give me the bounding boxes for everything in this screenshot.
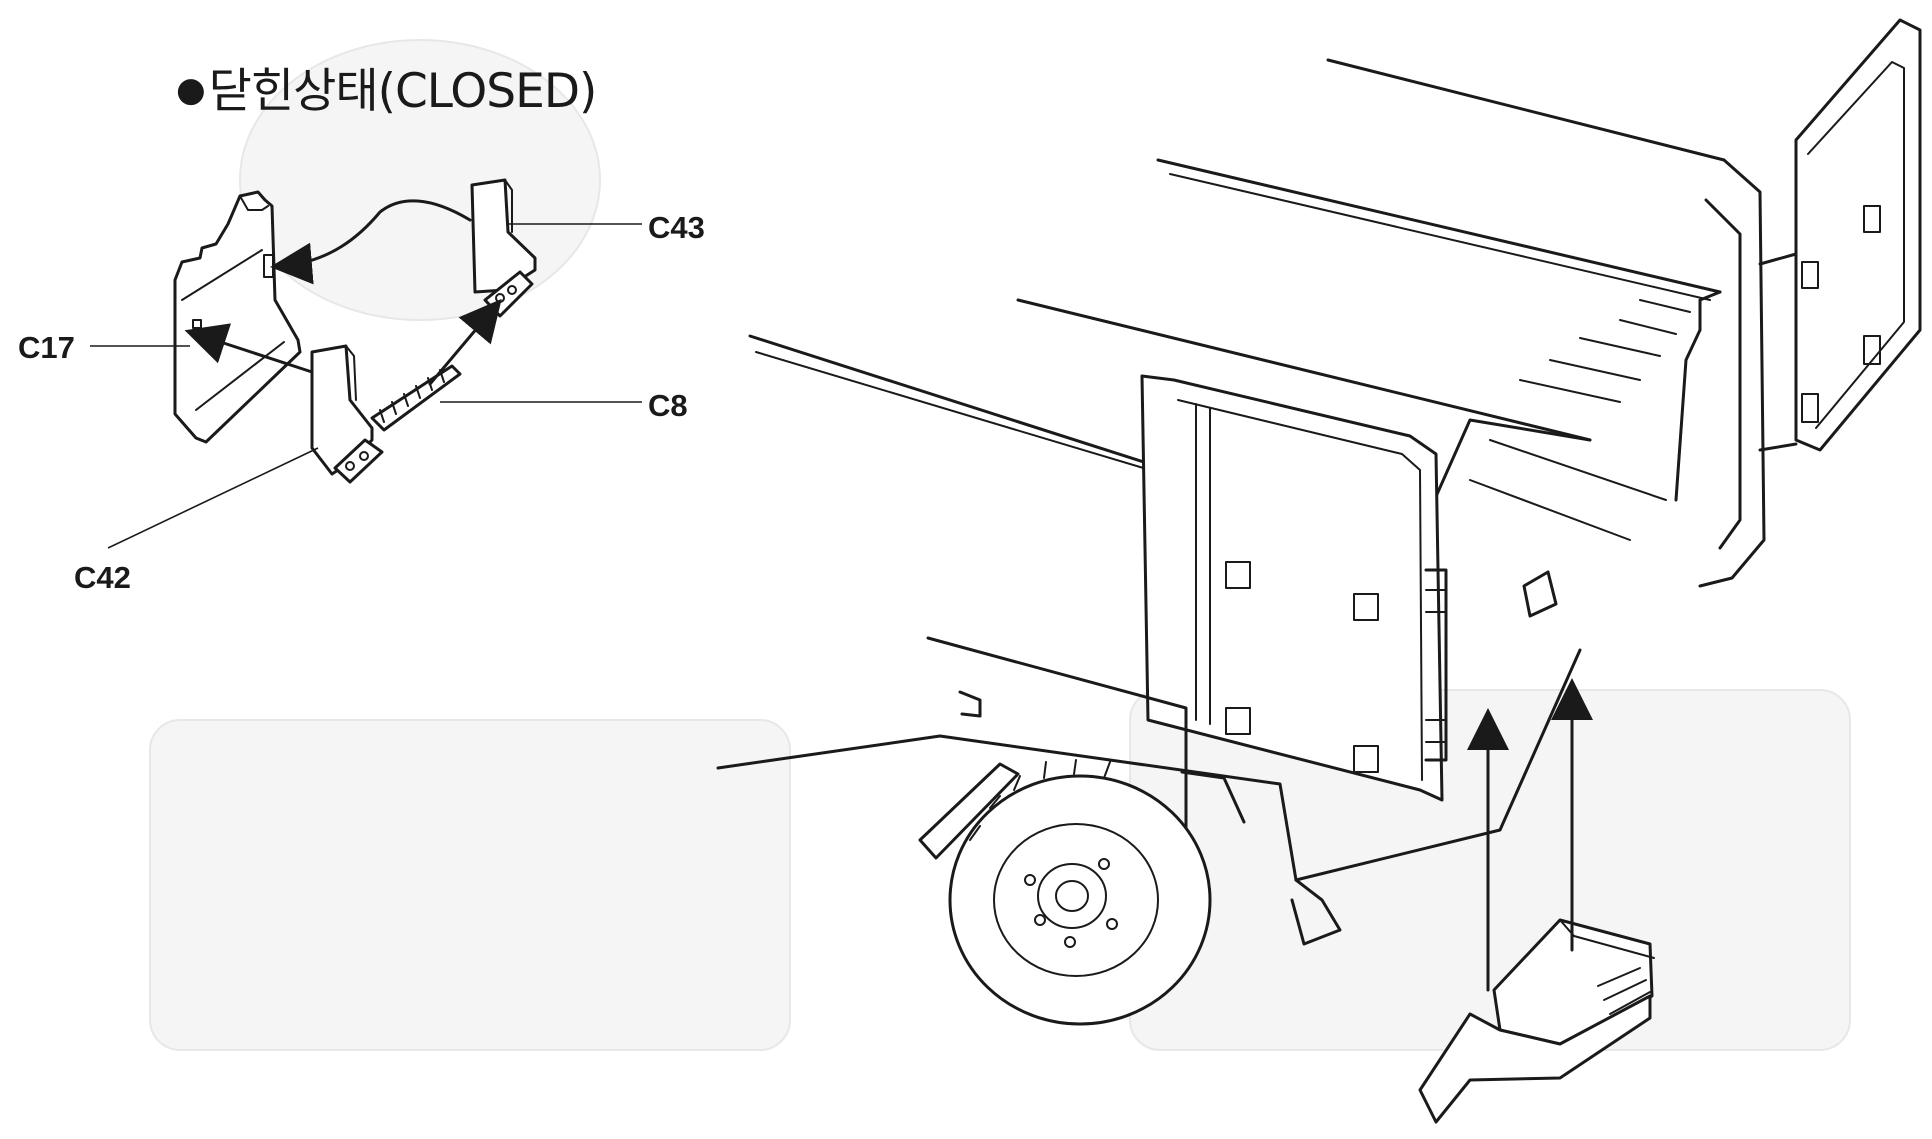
callout-c43: C43	[648, 210, 705, 245]
title-bullet: ●	[176, 70, 206, 110]
part-c43	[470, 178, 537, 294]
part-c42-tab	[333, 438, 384, 484]
truck-body-side	[716, 648, 1582, 882]
assembly-arrow-c42	[184, 323, 314, 374]
part-c8	[370, 364, 462, 432]
leader-c42	[107, 447, 319, 549]
cargo-frame	[1698, 158, 1766, 588]
view-title: ●닫힌상태(CLOSED)	[176, 52, 598, 121]
assembly-arrow-c43	[270, 199, 472, 285]
background-ghost-print	[149, 39, 1851, 1051]
rear-door-left	[1140, 374, 1444, 802]
wheel	[948, 759, 1212, 1026]
truck-rear-view	[716, 18, 1922, 1124]
title-text: 닫힌상태(CLOSED)	[208, 64, 598, 119]
callout-c17: C17	[18, 330, 75, 365]
part-c42	[310, 344, 374, 476]
rear-door-right	[1794, 18, 1922, 452]
callout-c8: C8	[648, 388, 688, 423]
fender-step-part	[1418, 918, 1655, 1124]
detail-exploded-view	[90, 178, 642, 549]
callout-c42: C42	[74, 560, 131, 595]
assembly-arrow-c8	[428, 298, 502, 386]
